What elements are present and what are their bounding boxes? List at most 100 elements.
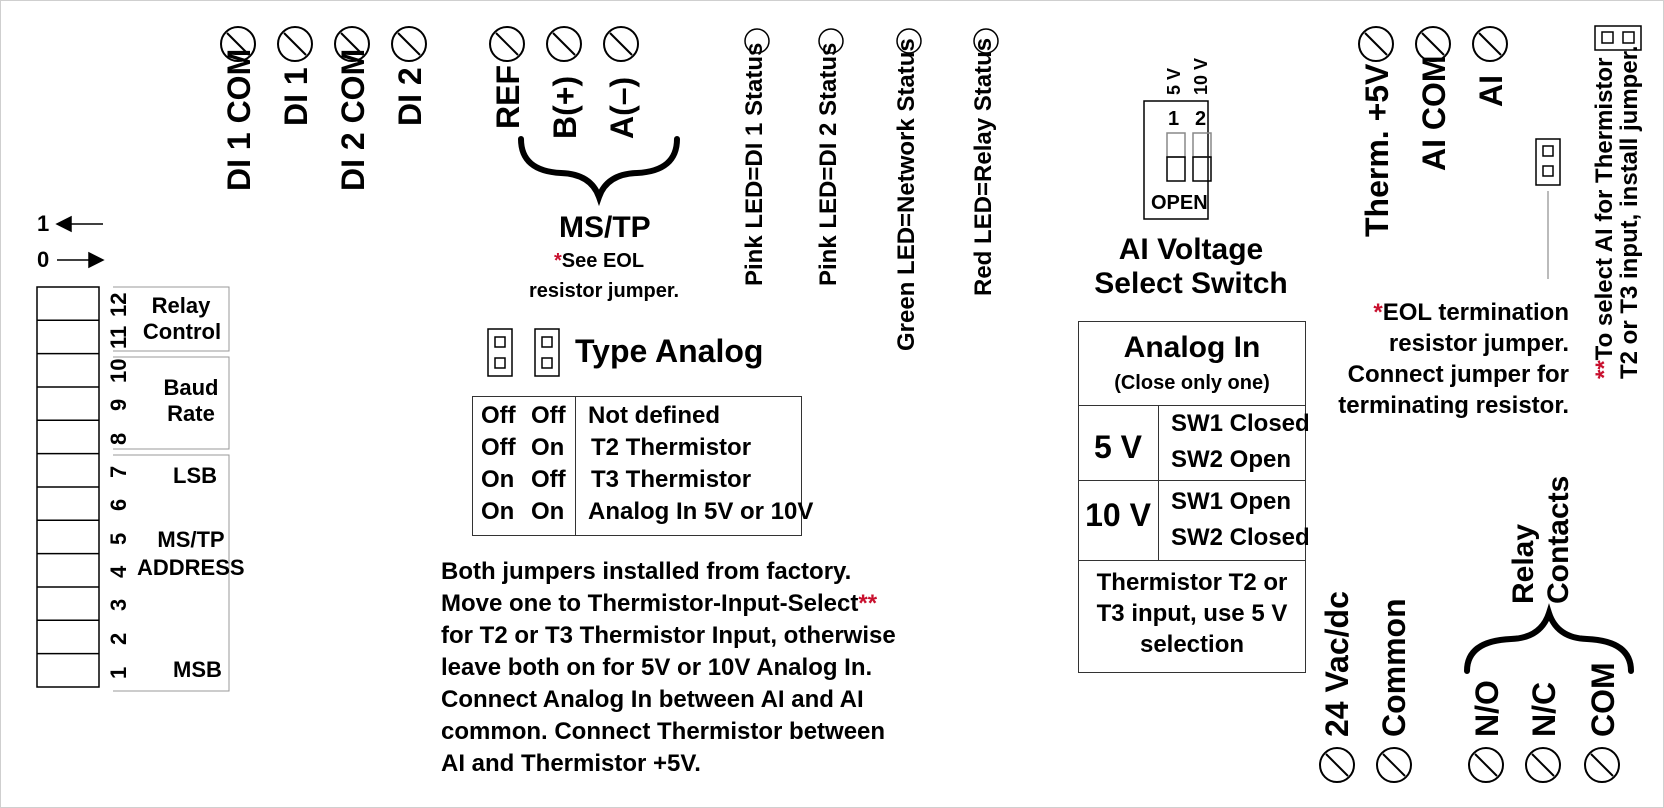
analog-in-10v: 10 V bbox=[1085, 497, 1151, 533]
dip-num-8: 8 bbox=[106, 432, 131, 445]
dip-mstp-address-1: MS/TP bbox=[157, 527, 225, 552]
mstp-note-line1: *See EOL bbox=[554, 250, 645, 272]
terminal-screw-com bbox=[1584, 747, 1620, 783]
type-analog-row-4-a: On bbox=[481, 498, 515, 525]
type-analog-row-4-c: Analog In 5V or 10V bbox=[588, 498, 814, 525]
thermistor-jumper-note-line1: **To select AI for Thermistor bbox=[1591, 57, 1618, 379]
type-analog-note-line: leave both on for 5V or 10V Analog In. bbox=[441, 654, 873, 681]
dip-baud-rate-2: Rate bbox=[167, 401, 215, 426]
dip-num-12: 12 bbox=[106, 292, 131, 317]
type-analog-note-line: for T2 or T3 Thermistor Input, otherwise bbox=[441, 622, 896, 649]
type-analog-note-line: Move one to Thermistor-Input-Select** bbox=[441, 590, 878, 617]
relay-title-2: Contacts bbox=[1542, 475, 1575, 604]
dip-num-7: 7 bbox=[106, 465, 131, 478]
label-di1-com: DI 1 COM bbox=[221, 48, 257, 191]
dip-msb: MSB bbox=[173, 657, 222, 682]
analog-in-10v-sw2: SW2 Closed bbox=[1171, 524, 1310, 551]
terminal-screw-di1-com bbox=[220, 26, 256, 62]
terminal-screw-di2-com bbox=[334, 26, 370, 62]
label-led-pink1: Pink LED=DI 1 Status bbox=[741, 42, 768, 286]
terminal-screw-nc bbox=[1525, 747, 1561, 783]
ai-switch-title-1: AI Voltage bbox=[1118, 233, 1264, 266]
mstp-brace bbox=[518, 136, 680, 207]
led-pink-di1 bbox=[744, 28, 770, 54]
dip-arrow-0-label: 0 bbox=[37, 247, 50, 272]
dip-baud-rate-1: Baud bbox=[163, 375, 219, 400]
ai-switch-5v-label: 5 V bbox=[1164, 67, 1184, 95]
label-a-minus: A(–) bbox=[604, 76, 640, 139]
eol-star: * bbox=[1373, 299, 1383, 326]
label-com: COM bbox=[1585, 662, 1621, 737]
label-24vac: 24 Vac/dc bbox=[1319, 591, 1355, 737]
dip-relay-control-2: Control bbox=[142, 319, 222, 344]
analog-in-5v: 5 V bbox=[1093, 429, 1143, 465]
dip-num-5: 5 bbox=[106, 532, 131, 545]
dip-num-6: 6 bbox=[106, 498, 131, 511]
type-analog-note-line: common. Connect Thermistor between bbox=[441, 718, 886, 745]
eol-note-line: *EOL termination bbox=[1373, 299, 1569, 326]
label-led-pink2: Pink LED=DI 2 Status bbox=[815, 42, 842, 286]
ai-switch-10v-label: 10 V bbox=[1191, 57, 1211, 95]
type-analog-title: Type Analog bbox=[575, 333, 764, 369]
dip-num-1: 1 bbox=[106, 666, 131, 679]
label-ai-com: AI COM bbox=[1416, 55, 1452, 171]
label-di2: DI 2 bbox=[392, 67, 428, 126]
ai-switch-title-2: Select Switch bbox=[1094, 267, 1288, 300]
mstp-note-line2: resistor jumper. bbox=[529, 280, 680, 302]
terminal-screw-ai bbox=[1472, 26, 1508, 62]
dip-num-11: 11 bbox=[106, 325, 131, 349]
dip-num-4: 4 bbox=[106, 565, 131, 578]
type-analog-note-line: AI and Thermistor +5V. bbox=[441, 750, 701, 777]
thermistor-jumper-note-line2: T2 or T3 input, install jumper. bbox=[1616, 45, 1643, 379]
dip-lsb: LSB bbox=[173, 463, 217, 488]
dip-num-9: 9 bbox=[106, 398, 131, 411]
type-analog-row-2-b: On bbox=[531, 434, 565, 461]
analog-in-footer-1: Thermistor T2 or bbox=[1096, 569, 1288, 596]
eol-note-line: resistor jumper. bbox=[1388, 330, 1569, 357]
dip-switch-body bbox=[36, 286, 100, 688]
analog-in-title: Analog In bbox=[1123, 331, 1261, 364]
terminal-screw-di2 bbox=[391, 26, 427, 62]
analog-in-5v-sw1: SW1 Closed bbox=[1171, 410, 1310, 437]
mstp-title: MS/TP bbox=[559, 211, 651, 244]
eol-note: *EOL termination resistor jumper. Connec… bbox=[1281, 297, 1569, 421]
terminal-screw-ai-com bbox=[1415, 26, 1451, 62]
label-b-plus: B(+) bbox=[547, 75, 583, 139]
analog-in-footer-2: T3 input, use 5 V bbox=[1096, 600, 1288, 627]
ai-switch-open: OPEN bbox=[1151, 192, 1208, 214]
type-analog-row-2-c: T2 Thermistor bbox=[591, 434, 752, 461]
dip-num-3: 3 bbox=[106, 598, 131, 611]
analog-in-subtitle: (Close only one) bbox=[1114, 372, 1270, 394]
type-analog-note-line: Connect Analog In between AI and AI bbox=[441, 686, 864, 713]
analog-in-5v-sw2: SW2 Open bbox=[1171, 446, 1292, 473]
eol-note-line: terminating resistor. bbox=[1338, 392, 1569, 419]
label-led-red: Red LED=Relay Status bbox=[970, 37, 997, 296]
led-pink-di2 bbox=[818, 28, 844, 54]
terminal-screw-b-plus bbox=[546, 26, 582, 62]
terminal-screw-di1 bbox=[277, 26, 313, 62]
label-therm: Therm. +5V bbox=[1359, 63, 1395, 237]
dip-arrow-1-label: 1 bbox=[37, 211, 50, 236]
type-analog-note: Both jumpers installed from factory. Mov… bbox=[441, 556, 896, 780]
type-analog-row-4-b: On bbox=[531, 498, 565, 525]
analog-in-footer-3: selection bbox=[1139, 631, 1245, 658]
led-green-network bbox=[896, 28, 922, 54]
label-di2-com: DI 2 COM bbox=[335, 48, 371, 191]
eol-note-line: Connect jumper for bbox=[1347, 361, 1569, 388]
label-ref: REF bbox=[490, 65, 526, 129]
thermistor-select-jumper bbox=[1535, 25, 1642, 279]
terminal-screw-ref bbox=[489, 26, 525, 62]
dip-num-10: 10 bbox=[106, 358, 131, 383]
type-analog-row-3-a: On bbox=[481, 466, 515, 493]
type-analog-jumpers bbox=[487, 328, 560, 377]
label-nc: N/C bbox=[1526, 681, 1562, 737]
relay-brace bbox=[1464, 603, 1634, 674]
ai-switch-pos2: 2 bbox=[1195, 108, 1207, 130]
type-analog-row-3-c: T3 Thermistor bbox=[591, 466, 752, 493]
terminal-screw-a-minus bbox=[603, 26, 639, 62]
label-ai: AI bbox=[1473, 75, 1509, 107]
relay-title-1: Relay bbox=[1507, 523, 1540, 604]
type-analog-note-line: Both jumpers installed from factory. bbox=[441, 558, 852, 585]
